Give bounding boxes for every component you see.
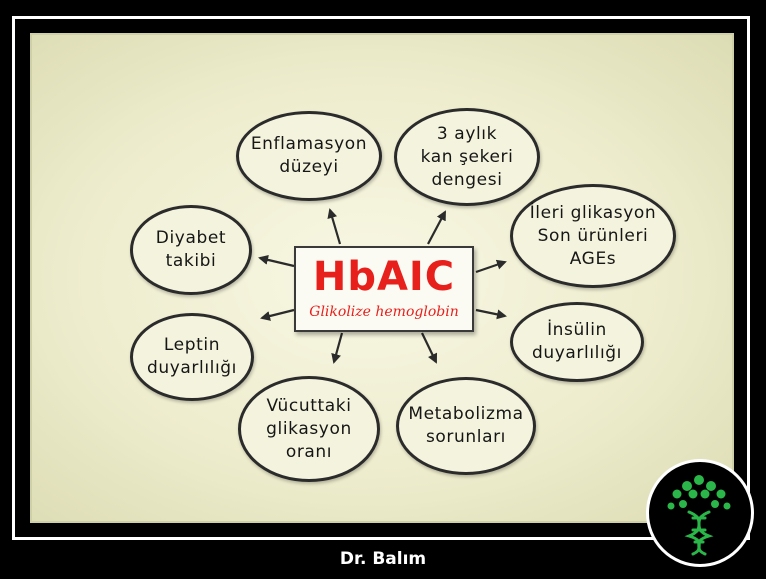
arrow-to-insulin <box>475 308 507 320</box>
arrow-to-kan-sekeri <box>427 210 446 245</box>
image-frame <box>12 16 750 540</box>
node-diyabet: Diyabet takibi <box>130 205 252 295</box>
center-title: HbAIC <box>312 254 456 300</box>
arrow-to-enflamasyon <box>327 208 342 245</box>
arrow-to-ileri-glikasyon <box>475 259 507 274</box>
node-leptin: Leptin duyarlılığı <box>130 313 254 401</box>
node-vucut-glikasyon: Vücuttaki glikasyon oranı <box>238 376 380 482</box>
center-subtitle: Glikolize hemoglobin <box>309 304 459 320</box>
arrow-to-metabolizma <box>421 332 438 364</box>
arrow-to-vucut-glikasyon <box>331 332 344 364</box>
footer-author: Dr. Balım <box>339 549 427 569</box>
node-enflamasyon: Enflamasyon düzeyi <box>236 111 382 201</box>
arrow-to-leptin <box>260 308 295 321</box>
node-kan-sekeri: 3 aylık kan şekeri dengesi <box>394 108 540 206</box>
node-metabolizma: Metabolizma sorunları <box>396 377 536 475</box>
center-box: HbAIC Glikolize hemoglobin <box>294 246 474 332</box>
node-insulin: İnsülin duyarlılığı <box>510 302 644 382</box>
tree-dna-logo-icon <box>646 459 754 567</box>
node-ileri-glikasyon: İleri glikasyon Son ürünleri AGEs <box>510 184 676 288</box>
arrow-to-diyabet <box>258 254 295 268</box>
